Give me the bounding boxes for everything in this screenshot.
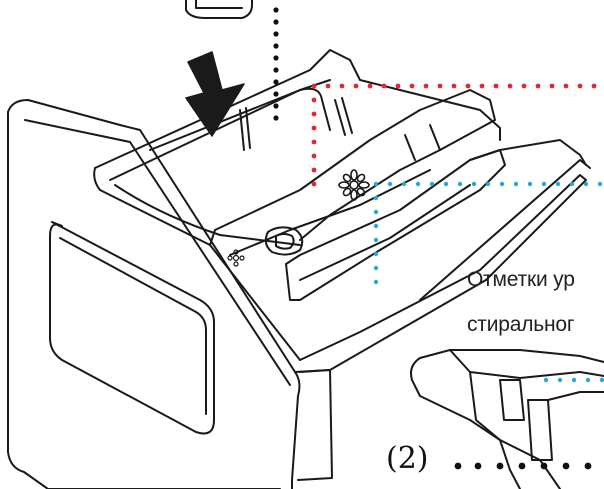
top-part-rim bbox=[195, 0, 243, 9]
black-dotted-guide bbox=[273, 7, 279, 121]
slot-1 bbox=[239, 109, 245, 151]
blue-dotted-guide bbox=[373, 181, 604, 383]
flower-vent-icon bbox=[338, 169, 370, 201]
top-part-outline bbox=[185, 0, 253, 19]
detached-cup-outline bbox=[410, 349, 604, 489]
slot-6 bbox=[429, 124, 441, 151]
drawer-left-wall bbox=[93, 167, 301, 361]
drawer-inner-floor bbox=[114, 184, 301, 246]
siphon-cap-ring bbox=[275, 233, 295, 250]
detached-cup-tab bbox=[469, 371, 501, 441]
red-dotted-guide bbox=[311, 83, 597, 187]
compartment-main-box bbox=[209, 89, 496, 246]
drawer-front-inner-edge bbox=[24, 119, 291, 386]
detached-cup-edge bbox=[547, 391, 604, 401]
compartment-floor bbox=[229, 169, 431, 256]
softener-inner bbox=[299, 184, 471, 281]
drawer-front-panel bbox=[7, 99, 301, 489]
right-compartment-wall bbox=[469, 139, 587, 166]
compartment-divider-left bbox=[149, 87, 331, 151]
drawer-handle-inner bbox=[59, 237, 207, 415]
slot-3 bbox=[334, 99, 346, 136]
callout-number: (2) bbox=[386, 441, 429, 476]
slot-4 bbox=[341, 97, 353, 134]
small-vent-icon bbox=[227, 249, 245, 267]
drawer-side-panel bbox=[294, 369, 333, 481]
detached-cup-body bbox=[449, 349, 604, 379]
slot-2 bbox=[245, 107, 251, 149]
softener-compartment bbox=[285, 149, 506, 301]
level-marks-label-line-2: стиральног bbox=[467, 313, 575, 336]
siphon-cap bbox=[264, 226, 304, 256]
slot-5 bbox=[404, 134, 416, 161]
down-arrow-icon bbox=[185, 51, 245, 137]
drawer-handle-recess bbox=[49, 221, 215, 435]
callout-dotted-leader bbox=[454, 462, 592, 470]
detached-cup-latch bbox=[499, 379, 553, 461]
drawer-right-rail bbox=[299, 174, 587, 373]
detached-cup-inner bbox=[499, 439, 561, 489]
level-marks-label-line-1: Отметки ур bbox=[467, 268, 575, 291]
